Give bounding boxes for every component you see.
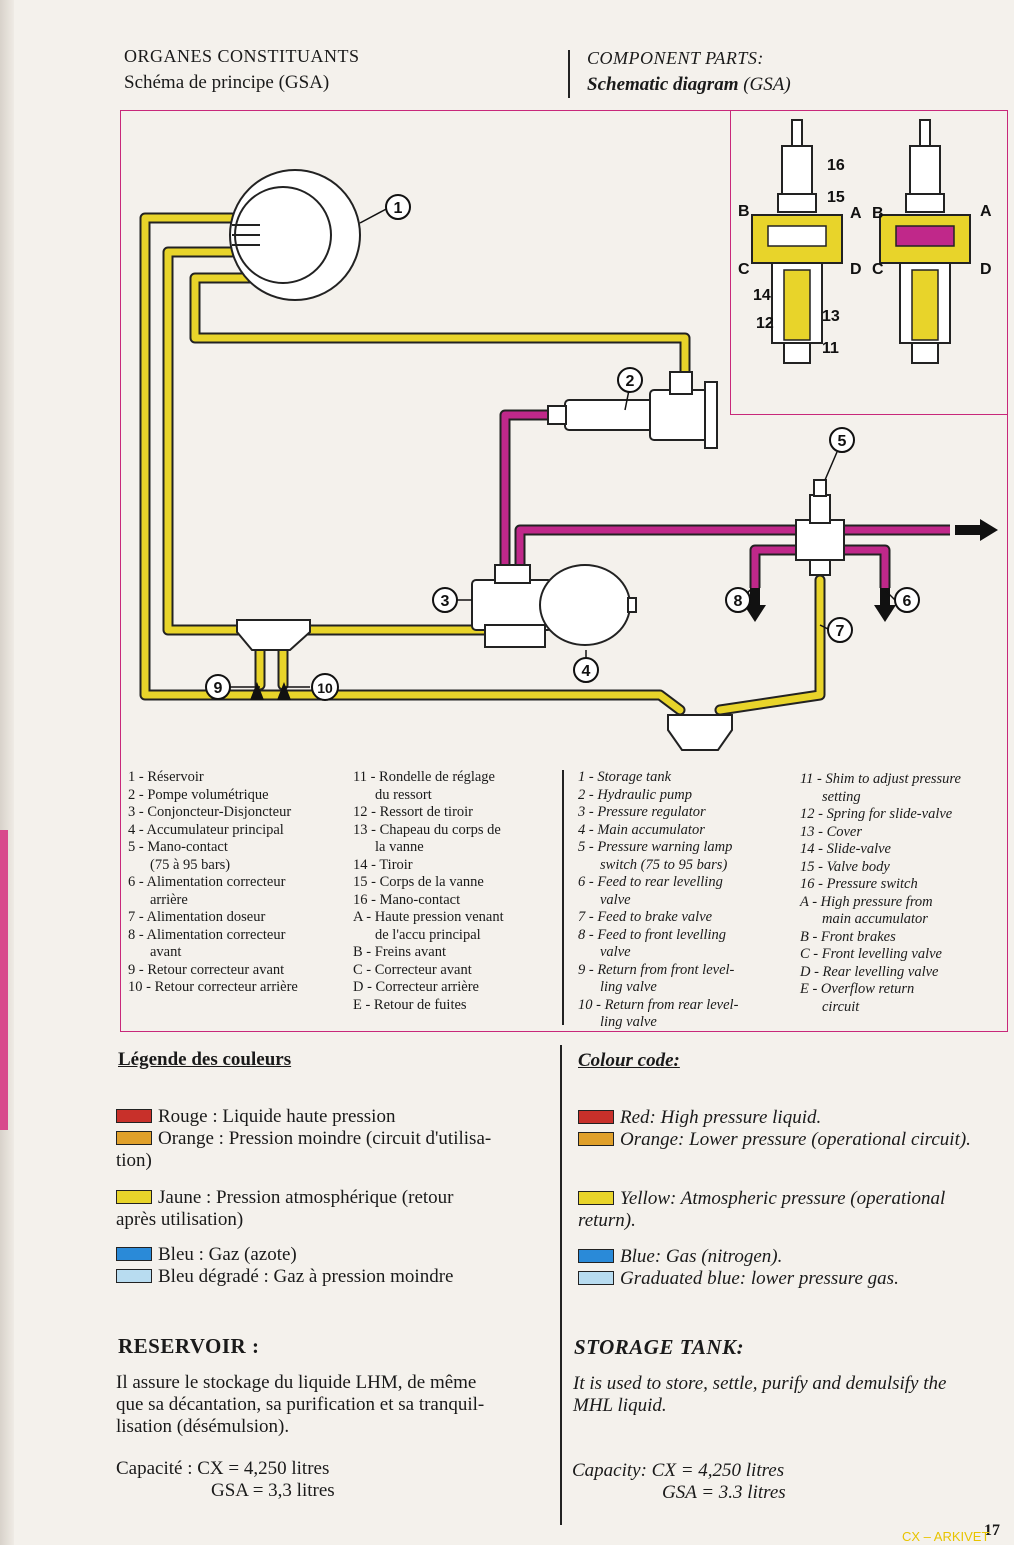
main-accumulator <box>539 564 637 646</box>
svg-text:D: D <box>850 261 862 278</box>
diagram-frame <box>120 110 1008 1032</box>
header-divider <box>568 50 570 98</box>
svg-text:C: C <box>738 261 750 278</box>
legend-fr-column-1: 1 - Réservoir 2 - Pompe volumétrique 3 -… <box>128 769 298 995</box>
colour-row-en-red: Red: High pressure liquid. <box>578 1107 821 1129</box>
callout-10: 10 <box>317 680 333 696</box>
header-en-subtitle: Schematic diagram (GSA) <box>587 74 791 95</box>
header-fr-subtitle: Schéma de principe (GSA) <box>124 72 330 93</box>
svg-text:14: 14 <box>753 287 771 304</box>
magenta-pressure-lines <box>499 409 950 588</box>
reservoir-capacity: Capacité : CX = 4,250 litres GSA = 3,3 l… <box>116 1458 335 1501</box>
colour-code-fr-title: Légende des couleurs <box>118 1049 292 1070</box>
valve-port-letters: B A C D B A C D <box>738 203 992 278</box>
colour-row-fr-light-blue: Bleu dégradé : Gaz à pression moindre <box>116 1266 453 1288</box>
svg-text:C: C <box>872 261 884 278</box>
blue-swatch <box>116 1247 152 1261</box>
red-swatch <box>116 1109 152 1123</box>
pressure-regulator <box>471 564 553 648</box>
callout-circles: 1 2 3 4 5 6 7 8 9 10 <box>205 194 920 701</box>
callout-2: 2 <box>626 373 635 390</box>
hydraulic-pump <box>547 371 718 449</box>
return-manifold <box>236 619 311 651</box>
watermark: CX – ARKIVET <box>902 1529 990 1544</box>
page-edge-tab <box>0 830 8 1130</box>
legend-divider <box>562 770 564 1025</box>
page-number: 17 <box>984 1522 1000 1539</box>
page-gutter <box>0 0 14 1545</box>
svg-text:11: 11 <box>822 340 839 357</box>
svg-text:13: 13 <box>822 308 840 325</box>
colour-row-en-orange: Orange: Lower pressure (operational circ… <box>578 1129 971 1151</box>
callout-9: 9 <box>214 680 223 697</box>
storage-tank-title: STORAGE TANK: <box>574 1335 745 1359</box>
reservoir-title: RESERVOIR : <box>118 1334 260 1358</box>
reservoir-body: Il assure le stockage du liquide LHM, de… <box>116 1372 485 1437</box>
valve-cross-section-left <box>751 119 843 364</box>
callout-5: 5 <box>838 433 847 450</box>
svg-text:B: B <box>738 203 750 220</box>
legend-en-column-2: 11 - Shim to adjust pressure setting 12 … <box>800 771 961 1015</box>
colour-code-en-title: Colour code: <box>578 1050 680 1071</box>
colour-row-fr-blue: Bleu : Gaz (azote) <box>116 1244 297 1266</box>
svg-text:16: 16 <box>827 157 845 174</box>
storage-tank <box>229 169 361 301</box>
legend-en-column-1: 1 - Storage tank 2 - Hydraulic pump 3 - … <box>578 769 739 1030</box>
header-fr-title: ORGANES CONSTITUANTS <box>124 46 360 66</box>
svg-text:15: 15 <box>827 189 845 206</box>
valve-inset-frame <box>730 110 1008 415</box>
yellow-swatch <box>116 1190 152 1204</box>
pressure-switch-block <box>795 479 845 576</box>
colour-row-en-blue: Blue: Gas (nitrogen). <box>578 1246 782 1268</box>
callout-4: 4 <box>582 663 591 680</box>
callout-7: 7 <box>836 623 845 640</box>
storage-tank-body: It is used to store, settle, purify and … <box>573 1373 947 1416</box>
colour-row-en-yellow: Yellow: Atmospheric pressure (operationa… <box>578 1188 946 1231</box>
colour-row-en-light-blue: Graduated blue: lower pressure gas. <box>578 1268 899 1290</box>
callout-3: 3 <box>441 593 450 610</box>
callout-8: 8 <box>734 593 743 610</box>
orange-swatch <box>116 1131 152 1145</box>
header-en-title: COMPONENT PARTS: <box>587 48 764 68</box>
svg-text:B: B <box>872 205 884 222</box>
storage-tank-capacity: Capacity: CX = 4,250 litres GSA = 3.3 li… <box>572 1460 786 1503</box>
valve-numbers: 16 15 14 13 12 11 <box>753 157 845 357</box>
svg-text:D: D <box>980 261 992 278</box>
valve-cross-section-right <box>879 119 971 364</box>
svg-text:A: A <box>850 205 862 222</box>
body-divider <box>560 1045 562 1525</box>
colour-row-fr-red: Rouge : Liquide haute pression <box>116 1106 395 1128</box>
hydraulic-schematic: .py { fill:none; stroke:#222; stroke-wid… <box>139 119 998 751</box>
light-blue-swatch <box>116 1269 152 1283</box>
flow-arrows <box>250 519 998 700</box>
svg-text:12: 12 <box>756 315 774 332</box>
legend-fr-column-2: 11 - Rondelle de réglage du ressort 12 -… <box>353 769 504 1013</box>
callout-1: 1 <box>394 200 403 217</box>
colour-row-fr-orange: Orange : Pression moindre (circuit d'uti… <box>116 1128 492 1171</box>
svg-text:A: A <box>980 203 992 220</box>
brake-valve-block <box>667 714 733 751</box>
callout-6: 6 <box>903 593 912 610</box>
